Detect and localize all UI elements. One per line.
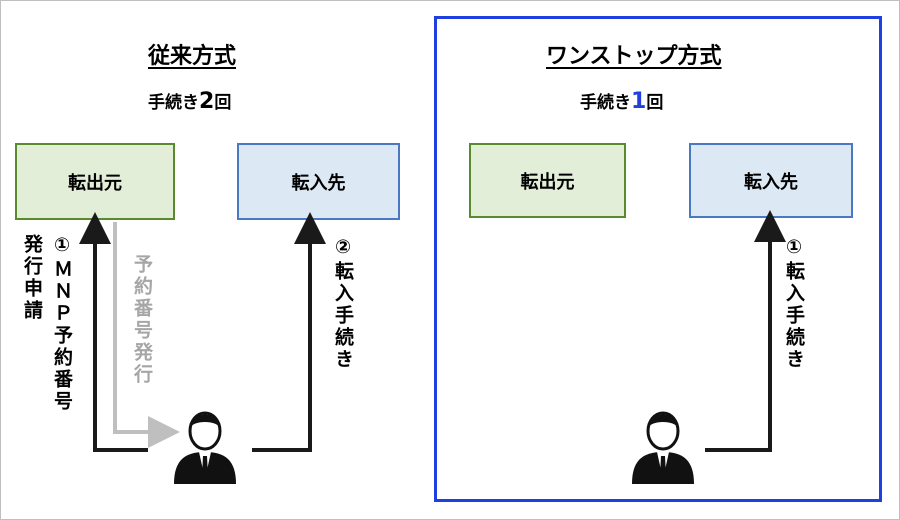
left-subheading-count: 2 <box>199 89 215 114</box>
left-subheading-suffix: 回 <box>214 93 232 113</box>
arrow-transfer-right <box>705 210 786 452</box>
arrow-issue-request <box>79 212 148 452</box>
label-issue-request: 発行申請 <box>21 234 43 322</box>
label-transfer-right: ①転入手続き <box>783 236 805 371</box>
person-icon <box>632 411 694 484</box>
left-subheading-prefix: 手続き <box>148 93 199 113</box>
right-subheading-count: 1 <box>631 89 647 114</box>
right-subheading: 手続き1回 <box>580 88 663 114</box>
label-transfer-left: ②転入手続き <box>332 236 354 371</box>
onestop-panel <box>434 16 882 502</box>
left-heading: 従来方式 <box>148 44 237 69</box>
right-heading: ワンストップ方式 <box>546 44 722 69</box>
right-subheading-prefix: 手続き <box>580 93 631 113</box>
left-dest-box: 転入先 <box>237 143 400 220</box>
left-source-box: 転出元 <box>15 143 175 220</box>
right-subheading-suffix: 回 <box>646 93 664 113</box>
right-source-box: 転出元 <box>469 143 626 218</box>
arrow-reservation-issue <box>113 222 180 448</box>
right-dest-box: 転入先 <box>689 143 853 218</box>
label-reservation-issue: 予約番号発行 <box>131 254 153 386</box>
label-mnp-reservation: ①ＭＮＰ予約番号 <box>51 234 73 413</box>
left-subheading: 手続き2回 <box>148 88 231 114</box>
arrow-transfer-left <box>252 212 326 452</box>
person-icon <box>174 411 236 484</box>
